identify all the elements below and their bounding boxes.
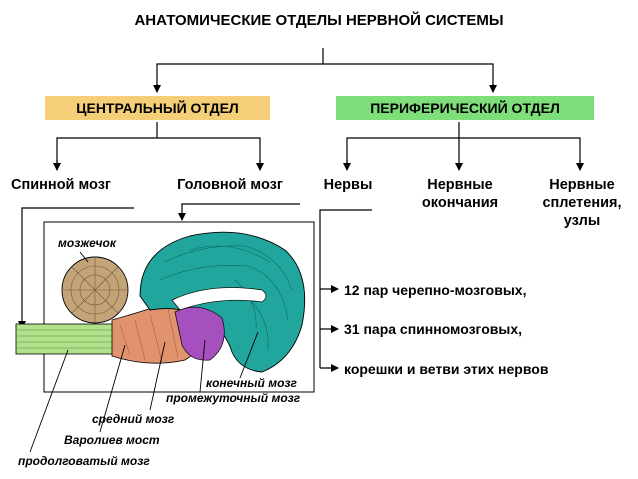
- diencephalon-caption: промежуточный мозг: [166, 391, 301, 405]
- peripheral-connector: [346, 137, 581, 170]
- brain-pointer: [178, 203, 300, 221]
- nerves-item-spinal: 31 пара спинномозговых,: [344, 321, 522, 337]
- nerves-label: Нервы: [323, 177, 373, 193]
- cerebellum-caption: мозжечок: [58, 236, 116, 250]
- leader-midbrain: [149, 341, 166, 411]
- brain-frame: [43, 221, 315, 393]
- spinal-pointer: [18, 207, 134, 329]
- peripheral-division-label: ПЕРИФЕРИЧЕСКИЙ ОТДЕЛ: [370, 100, 560, 116]
- title-connector: [156, 63, 494, 90]
- nerve-endings-label: Нервные окончания: [421, 177, 499, 211]
- corpus-callosum-shape: [171, 287, 267, 311]
- cerebellum-shape: [61, 256, 129, 324]
- diagram-title: АНАТОМИЧЕСКИЕ ОТДЕЛЫ НЕРВНОЙ СИСТЕМЫ: [134, 12, 504, 29]
- leader-diencephalon: [199, 339, 206, 393]
- brain-label: Головной мозг: [177, 177, 283, 193]
- nerves-item-roots: корешки и ветви этих нервов: [344, 361, 549, 377]
- telencephalon-caption: конечный мозг: [206, 376, 297, 390]
- leader-pons: [99, 344, 126, 433]
- central-division-box: ЦЕНТРАЛЬНЫЙ ОТДЕЛ: [45, 96, 270, 120]
- leader-medulla: [29, 349, 69, 453]
- nerves-item-cranial: 12 пар черепно-мозговых,: [344, 282, 527, 298]
- nerve-plexuses-label: Нервные сплетения, узлы: [542, 177, 622, 229]
- pons-caption: Варолиев мост: [64, 433, 160, 447]
- peripheral-division-box: ПЕРИФЕРИЧЕСКИЙ ОТДЕЛ: [336, 96, 594, 120]
- nerves-bracket: [319, 209, 372, 368]
- central-division-label: ЦЕНТРАЛЬНЫЙ ОТДЕЛ: [76, 100, 239, 116]
- midbrain-shape: [174, 306, 225, 361]
- central-connector: [56, 137, 261, 170]
- midbrain-caption: средний мозг: [92, 412, 175, 426]
- leader-telencephalon: [239, 331, 259, 379]
- spinal-cord-shape: [15, 323, 117, 355]
- spinal-cord-label: Спинной мозг: [11, 177, 111, 193]
- medulla-caption: продолговатый мозг: [18, 454, 150, 468]
- leader-cerebellum: [79, 251, 89, 263]
